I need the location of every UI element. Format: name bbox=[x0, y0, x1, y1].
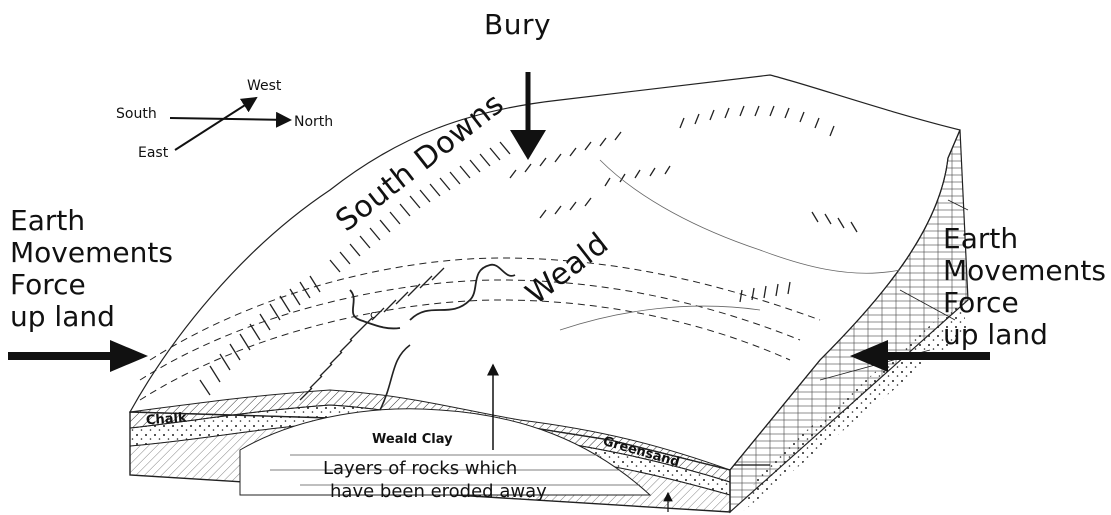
left-earth-movement-label: Earth Movements Force up land bbox=[10, 205, 173, 333]
c-mark-label: c bbox=[370, 309, 376, 321]
chalk-label: Chalk bbox=[146, 412, 188, 429]
right-arrow-shaft bbox=[880, 352, 990, 360]
eroded-caption-line1: Layers of rocks which bbox=[323, 459, 517, 479]
compass-north-label: North bbox=[294, 115, 333, 130]
compass-west-label: West bbox=[247, 79, 281, 94]
compass-east-label: East bbox=[138, 146, 168, 161]
eroded-caption-line2: have been eroded away bbox=[330, 482, 547, 502]
compass-west-arrow bbox=[175, 98, 256, 150]
right-earth-movement-label: Earth Movements Force up land bbox=[943, 223, 1106, 351]
left-arrowhead bbox=[110, 340, 148, 372]
bury-label: Bury bbox=[484, 10, 551, 41]
weald-clay-label: Weald Clay bbox=[372, 433, 453, 447]
left-arrow-shaft bbox=[8, 352, 118, 360]
compass-north-arrow bbox=[170, 118, 290, 120]
compass-south-label: South bbox=[116, 107, 157, 122]
